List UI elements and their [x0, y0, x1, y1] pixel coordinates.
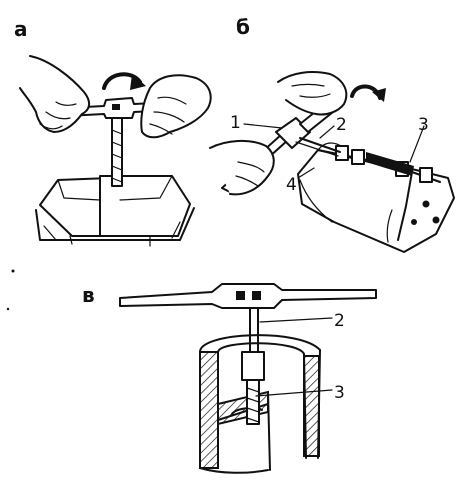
- panel-letter-c: в: [82, 283, 95, 307]
- panel-c: в: [82, 283, 377, 474]
- callout-b-4: 4: [286, 175, 297, 195]
- tap-shank: [249, 307, 259, 353]
- callout-c-3: 3: [334, 383, 345, 403]
- tap-body: [241, 351, 265, 425]
- right-hand: [140, 74, 212, 139]
- leader-2: [319, 125, 335, 139]
- vise-block: [35, 175, 195, 247]
- panel-letter-a: а: [14, 17, 28, 41]
- panel-a: а: [14, 17, 212, 247]
- callout-c-2: 2: [334, 311, 345, 331]
- rotation-arrow-icon: [350, 84, 386, 102]
- panel-letter-b: б: [236, 15, 250, 39]
- workpiece-fixture: [297, 142, 455, 253]
- callout-b-2: 2: [336, 115, 347, 135]
- leader-4: [297, 167, 315, 179]
- t-wrench: [119, 283, 377, 309]
- stray-dot: [6, 307, 10, 311]
- leader-3: [409, 125, 425, 163]
- panel-b: б: [209, 15, 455, 253]
- hand-upper: [277, 71, 348, 116]
- callout-b-3: 3: [418, 115, 429, 135]
- rotation-arrow-icon: [102, 72, 146, 90]
- stray-dot: [11, 269, 15, 273]
- hand-lower: [209, 140, 275, 196]
- left-hand: [19, 55, 90, 133]
- leader-c-2: [259, 317, 333, 323]
- leader-1: [243, 123, 283, 129]
- tap: [111, 111, 123, 187]
- callout-b-1: 1: [230, 113, 241, 133]
- leader-c-3: [255, 389, 333, 397]
